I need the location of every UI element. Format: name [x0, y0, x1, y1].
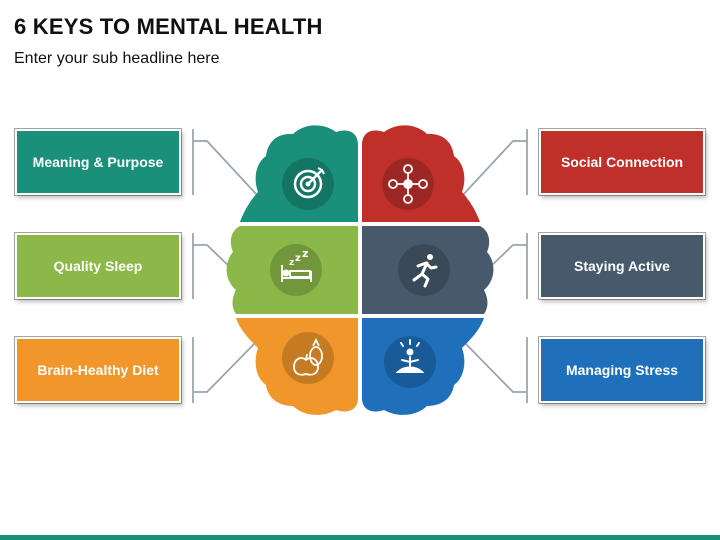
icon-running-group — [398, 244, 450, 296]
svg-text:z: z — [289, 258, 294, 268]
icon-target-group — [282, 158, 334, 210]
connector-5-line — [193, 339, 259, 393]
network-icon — [388, 164, 428, 204]
key-box-social-connection[interactable]: Social Connection — [539, 129, 705, 195]
svg-text:z: z — [295, 253, 301, 264]
key-label: Social Connection — [560, 154, 684, 170]
bottom-accent-bar — [0, 535, 720, 540]
connector-3-line — [193, 244, 234, 271]
connectors — [192, 129, 528, 403]
key-box-quality-sleep[interactable]: Quality Sleep — [15, 233, 181, 299]
page-subtitle: Enter your sub headline here — [14, 50, 220, 67]
icon-sleep-group: z z z — [270, 244, 322, 296]
key-box-brain-healthy-diet[interactable]: Brain-Healthy Diet — [15, 337, 181, 403]
connector-2-line — [461, 140, 527, 197]
lobe-managing-stress — [362, 318, 484, 415]
fruit-icon — [293, 337, 323, 376]
svg-text:z: z — [302, 247, 308, 260]
lobe-brain-healthy-diet — [236, 318, 358, 415]
lobe-social-connection — [362, 125, 480, 222]
connector-6-line — [461, 339, 527, 393]
connector-4-line — [486, 244, 527, 271]
running-icon — [412, 254, 438, 288]
key-label: Meaning & Purpose — [32, 154, 164, 170]
icon-network-group — [382, 158, 434, 210]
icon-fruit-group — [282, 332, 334, 384]
lobe-staying-active — [362, 226, 494, 314]
target-icon — [293, 169, 323, 199]
icon-meditation-group — [384, 336, 436, 388]
page-title: 6 KEYS TO MENTAL HEALTH — [14, 14, 323, 39]
sleep-icon — [281, 265, 312, 282]
key-box-meaning-purpose[interactable]: Meaning & Purpose — [15, 129, 181, 195]
key-box-managing-stress[interactable]: Managing Stress — [539, 337, 705, 403]
meditation-icon — [395, 339, 425, 373]
connector-1-line — [193, 140, 259, 197]
key-label: Brain-Healthy Diet — [37, 362, 159, 378]
key-label: Quality Sleep — [53, 258, 143, 274]
key-label: Staying Active — [574, 258, 670, 274]
key-box-staying-active[interactable]: Staying Active — [539, 233, 705, 299]
key-label: Managing Stress — [565, 362, 679, 378]
